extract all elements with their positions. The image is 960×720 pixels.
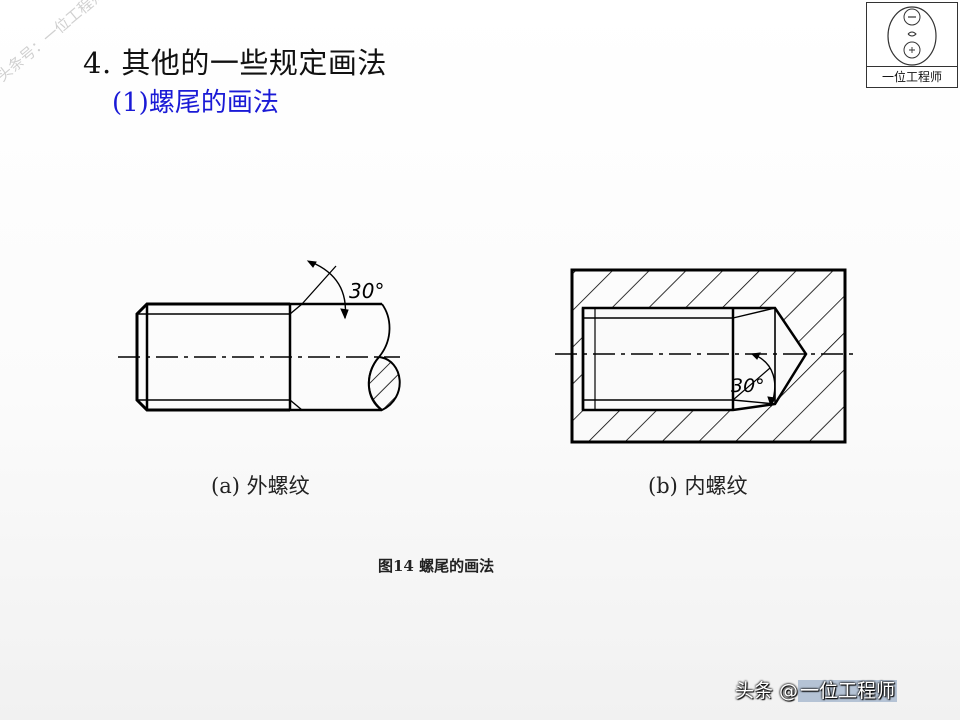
logo-emblem-icon bbox=[887, 6, 937, 66]
caption-internal-thread: (b) 内螺纹 bbox=[648, 474, 748, 498]
section-subtitle: (1)螺尾的画法 bbox=[112, 88, 279, 118]
logo-stamp: 一位工程师 bbox=[866, 2, 958, 88]
internal-angle-label: 30° bbox=[731, 375, 765, 397]
page-title: 4. 其他的一些规定画法 bbox=[83, 46, 387, 80]
external-angle-label: 30° bbox=[349, 279, 384, 303]
external-thread-drawing bbox=[118, 260, 401, 412]
footer-account: 一位工程师 bbox=[798, 680, 898, 702]
logo-caption: 一位工程师 bbox=[867, 66, 957, 87]
footer-watermark: 头条 @一位工程师 bbox=[735, 676, 898, 703]
footer-platform: 头条 @ bbox=[735, 680, 799, 702]
caption-external-thread: (a) 外螺纹 bbox=[211, 474, 310, 498]
figure-caption: 图14 螺尾的画法 bbox=[378, 557, 495, 575]
internal-thread-drawing bbox=[555, 268, 858, 444]
